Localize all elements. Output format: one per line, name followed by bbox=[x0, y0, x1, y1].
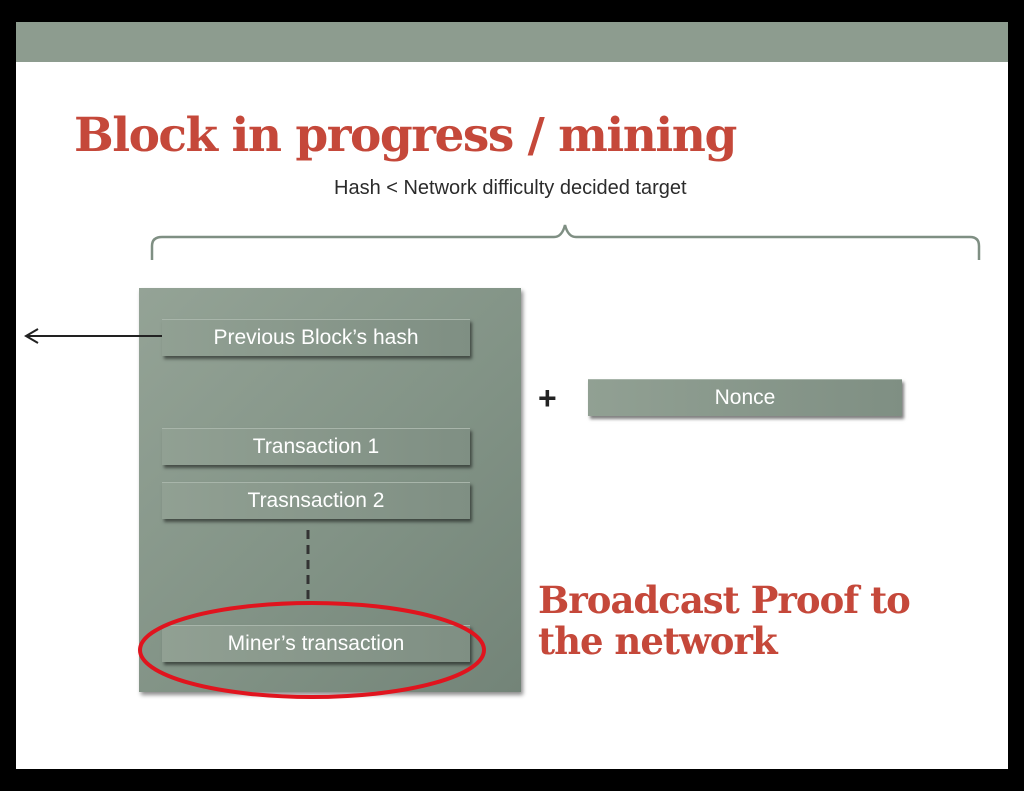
broadcast-line-1: Broadcast Proof to bbox=[538, 578, 911, 622]
left-arrow-icon bbox=[24, 328, 162, 344]
transaction-2-field: Trasnsaction 2 bbox=[162, 482, 470, 519]
broadcast-proof-text: Broadcast Proof to the network bbox=[538, 578, 911, 663]
header-band bbox=[16, 22, 1008, 62]
highlight-ellipse-icon bbox=[138, 601, 486, 699]
diagram-overlay bbox=[24, 224, 981, 699]
plus-sign: + bbox=[538, 380, 557, 416]
nonce-field: Nonce bbox=[588, 379, 902, 416]
slide: Block in progress / mining Hash < Networ… bbox=[16, 22, 1008, 769]
transaction-1-field: Transaction 1 bbox=[162, 428, 470, 465]
hash-condition-caption: Hash < Network difficulty decided target bbox=[334, 177, 687, 199]
curly-brace-icon bbox=[150, 224, 981, 260]
miner-transaction-field: Miner’s transaction bbox=[162, 625, 470, 662]
broadcast-line-2: the network bbox=[538, 619, 778, 663]
previous-block-hash-field: Previous Block’s hash bbox=[162, 319, 470, 356]
slide-title: Block in progress / mining bbox=[74, 108, 737, 163]
